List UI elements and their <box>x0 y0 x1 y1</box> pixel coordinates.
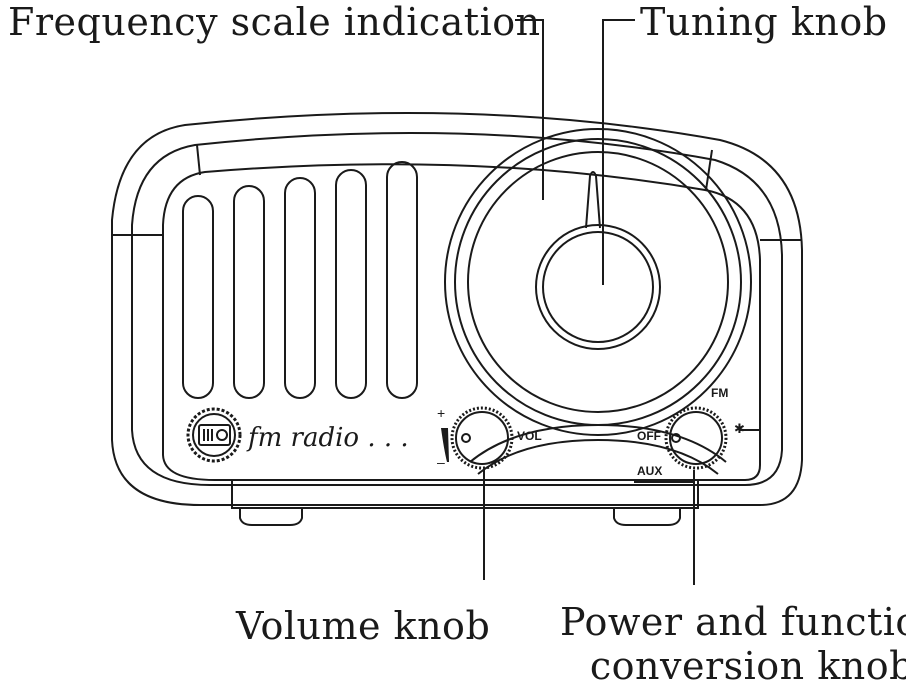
grille-slot <box>284 177 316 399</box>
brand-text: fm radio . . . <box>246 423 409 453</box>
power-knob-indicator <box>671 433 681 443</box>
leader-tuning-knob <box>602 19 635 285</box>
leader-lines <box>483 19 695 585</box>
foot-left <box>239 508 303 526</box>
volume-plus-sign: + <box>437 405 445 421</box>
dial-scale <box>467 151 729 413</box>
grille-slot <box>335 169 367 399</box>
logo-badge <box>192 413 236 457</box>
volume-knob-group <box>441 406 514 470</box>
volume-minus-sign: – <box>437 454 445 470</box>
radio-icon <box>198 424 231 446</box>
callout-tuning-knob: Tuning knob <box>640 0 888 44</box>
callout-power-knob: Power and function conversion knob <box>560 600 906 688</box>
callout-volume-knob: Volume knob <box>236 604 491 648</box>
radio-logo <box>186 407 242 463</box>
radio-body-outline <box>111 112 803 506</box>
logo-badge-ring <box>186 407 242 463</box>
aux-label: AUX <box>637 464 662 478</box>
base-plinth <box>231 480 699 509</box>
power-knob[interactable] <box>669 411 723 465</box>
volume-knob-indicator <box>461 433 471 443</box>
tuning-knob[interactable] <box>535 224 661 350</box>
front-panel <box>162 163 761 481</box>
grille-slot <box>386 161 418 399</box>
volume-ramp-icon <box>441 428 449 462</box>
foot-right <box>613 508 681 526</box>
leader-frequency-scale <box>515 19 544 200</box>
grille-slot <box>233 185 265 399</box>
power-knob-group <box>634 406 760 483</box>
control-bridge <box>477 438 719 475</box>
tuning-pointer-icon <box>585 171 601 229</box>
vol-label: VOL <box>517 429 542 443</box>
dial-bezel <box>454 138 742 426</box>
callout-power-line2: conversion knob <box>589 644 906 688</box>
power-knob-knurl <box>664 406 728 470</box>
bluetooth-icon: ✱ <box>734 421 745 436</box>
control-bridge-inner <box>469 423 727 463</box>
callout-power-line1: Power and function <box>560 600 906 644</box>
off-label: OFF <box>637 429 661 443</box>
grille-slot <box>182 195 214 399</box>
radio-body-inner <box>131 132 783 486</box>
top-band-seam-left <box>196 144 201 176</box>
fm-label: FM <box>711 386 728 400</box>
dial-outer-ring <box>444 128 752 436</box>
radio-icon-speaker <box>216 429 228 441</box>
volume-knob-knurl <box>450 406 514 470</box>
volume-knob[interactable] <box>455 411 509 465</box>
top-band-seam-right <box>705 149 713 191</box>
speaker-grille <box>182 161 418 399</box>
tuning-knob-face <box>542 231 654 343</box>
callout-frequency-scale: Frequency scale indication <box>8 0 541 44</box>
